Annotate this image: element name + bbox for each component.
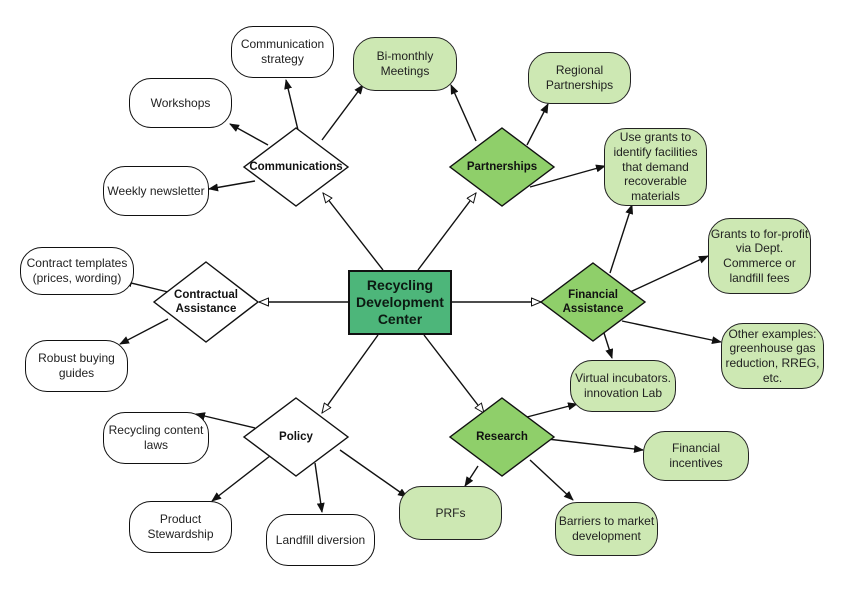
diamond-research: [448, 397, 556, 477]
leaf-weekly-newsletter: Weekly newsletter: [103, 166, 209, 216]
diamond-financial: [539, 262, 647, 342]
edge-fin-forprofit: [627, 255, 709, 294]
leaf-product-stewardship-label: Product Stewardship: [147, 512, 214, 541]
edge-comm-workshops: [229, 123, 269, 146]
edge-fin-incubators: [603, 332, 614, 359]
leaf-regional-partnerships: Regional Partnerships: [528, 52, 631, 104]
leaf-recycling-content: Recycling content laws: [103, 412, 209, 464]
leaf-landfill-diversion: Landfill diversion: [266, 514, 375, 566]
leaf-contract-templates-label: Contract templates (prices, wording): [26, 256, 128, 285]
edge-pol-stewardship: [211, 455, 271, 502]
leaf-robust-buying-label: Robust buying guides: [38, 351, 115, 380]
leaf-use-grants-label: Use grants to identify facilities that d…: [613, 130, 698, 203]
leaf-virtual-incubators: Virtual incubators. innovation Lab: [570, 360, 676, 412]
diamond-policy: [242, 397, 350, 477]
leaf-recycling-content-label: Recycling content laws: [108, 423, 204, 452]
edge-res-incubators: [526, 402, 578, 418]
leaf-financial-incentives: Financial incentives: [643, 431, 749, 481]
edge-center-policy: [322, 334, 379, 413]
diamond-partnerships: [448, 127, 556, 207]
leaf-financial-incentives-label: Financial incentives: [669, 441, 723, 470]
edge-pol-content: [195, 412, 256, 429]
leaf-other-examples-label: Other examples: greenhouse gas reduction…: [725, 326, 820, 385]
edge-comm-newsletter: [208, 180, 256, 192]
edge-fin-grants: [609, 204, 634, 274]
center-label: Recycling Development Center: [356, 277, 444, 327]
hub-communications-label: Communications: [249, 160, 343, 173]
leaf-communication-strategy-label: Communication strategy: [240, 37, 325, 66]
leaf-communication-strategy: Communication strategy: [231, 26, 334, 78]
leaf-barriers-label: Barriers to market development: [558, 514, 655, 543]
hub-financial-label: Financial Assistance: [562, 288, 624, 315]
diamond-contractual: [152, 261, 260, 343]
leaf-prfs-label: PRFs: [435, 505, 466, 520]
leaf-grants-for-profit-label: Grants to for-profit via Dept. Commerce …: [710, 226, 809, 285]
hub-research-label: Research: [476, 430, 528, 443]
edge-res-prfs: [464, 465, 479, 487]
leaf-barriers: Barriers to market development: [555, 502, 658, 556]
edge-fin-other: [621, 320, 722, 345]
edge-center-research: [423, 334, 484, 413]
leaf-use-grants: Use grants to identify facilities that d…: [604, 128, 707, 206]
leaf-workshops-label: Workshops: [150, 95, 211, 110]
leaf-grants-for-profit: Grants to for-profit via Dept. Commerce …: [708, 218, 811, 294]
hub-contractual: Contractual Assistance: [154, 262, 258, 342]
leaf-regional-partnerships-label: Regional Partnerships: [545, 63, 614, 92]
leaf-contract-templates: Contract templates (prices, wording): [20, 247, 134, 295]
leaf-other-examples: Other examples: greenhouse gas reduction…: [721, 323, 824, 389]
leaf-product-stewardship: Product Stewardship: [129, 501, 232, 553]
leaf-bimonthly-meetings: Bi-monthly Meetings: [353, 37, 457, 91]
leaf-bimonthly-meetings-label: Bi-monthly Meetings: [376, 49, 434, 78]
edge-part-meetings: [450, 84, 477, 142]
diamond-communications: [242, 127, 350, 207]
hub-contractual-label: Contractual Assistance: [174, 288, 238, 315]
center-node: Recycling Development Center: [348, 270, 452, 335]
edge-pol-landfill: [314, 462, 325, 513]
leaf-prfs: PRFs: [399, 486, 502, 540]
hub-policy: Policy: [244, 398, 348, 476]
edge-contract-guides: [119, 318, 169, 345]
leaf-landfill-diversion-label: Landfill diversion: [275, 532, 366, 547]
leaf-weekly-newsletter-label: Weekly newsletter: [107, 183, 205, 198]
hub-partnerships: Partnerships: [450, 128, 554, 206]
edge-center-partnerships: [417, 193, 476, 271]
hub-communications: Communications: [244, 128, 348, 206]
leaf-workshops: Workshops: [129, 78, 232, 128]
edge-part-grants: [529, 164, 606, 188]
edge-pol-prfs: [339, 449, 408, 498]
edge-comm-strategy: [284, 79, 299, 131]
hub-financial: Financial Assistance: [541, 263, 645, 341]
leaf-robust-buying: Robust buying guides: [25, 340, 128, 392]
hub-research: Research: [450, 398, 554, 476]
edge-center-communications: [323, 193, 384, 271]
hub-policy-label: Policy: [279, 430, 313, 443]
edge-res-barriers: [529, 459, 574, 501]
center-connectors: [259, 193, 541, 413]
edge-comm-meetings: [321, 84, 364, 141]
hub-diamonds: [152, 127, 647, 477]
hub-partnerships-label: Partnerships: [466, 160, 538, 173]
edge-part-regional: [526, 103, 549, 146]
leaf-virtual-incubators-label: Virtual incubators. innovation Lab: [575, 371, 671, 400]
